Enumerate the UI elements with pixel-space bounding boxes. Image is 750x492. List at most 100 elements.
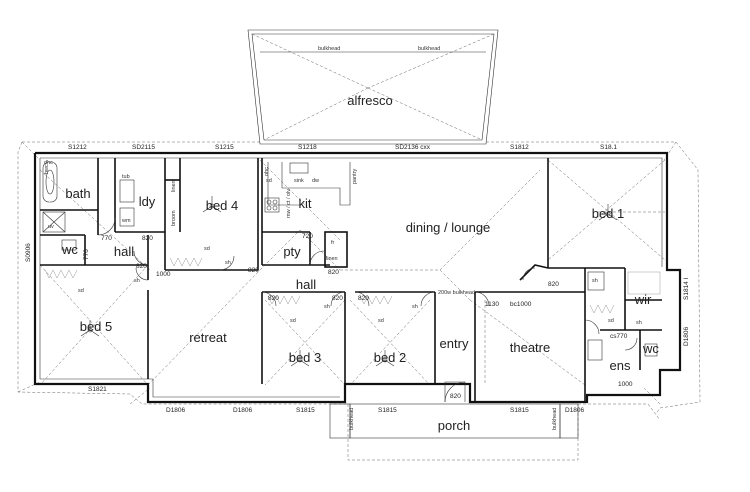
vanity-icon [587, 339, 603, 361]
room-label-bed2: bed 2 [374, 350, 407, 365]
bulkhead-label: bulkhead [349, 408, 355, 430]
room-label-dining-lounge: dining / lounge [406, 220, 491, 235]
dimension-label: 820 [332, 295, 343, 302]
bulkhead-label: 200w bulkhead [438, 290, 475, 296]
window-code: S0906 [25, 243, 32, 262]
sd-kitchen-label: sd [266, 178, 272, 184]
ohc-label: ohc [264, 167, 270, 176]
fan-icon-bed1 [598, 204, 618, 221]
dhc-label: dhc [44, 160, 53, 166]
dimension-label: bc1000 [510, 301, 532, 308]
linen-label: linen [326, 256, 338, 262]
linen-label: linen [171, 180, 177, 192]
dimension-label: 820 [268, 295, 279, 302]
shelf-label: sh [324, 304, 330, 310]
room-label-ens: ens [610, 358, 631, 373]
sd-label: sd [204, 246, 210, 252]
shelf-label: sh [225, 260, 231, 266]
dimension-label: 720 [302, 233, 313, 240]
room-label-porch: porch [438, 418, 471, 433]
room-label-theatre: theatre [510, 340, 550, 355]
ceiling-fans [80, 196, 618, 367]
porch [329, 381, 579, 439]
window-code: S1812 [510, 144, 529, 151]
window-code: S18.1 [600, 144, 617, 151]
room-label-pty: pty [283, 244, 301, 259]
broom-label: broom [171, 210, 177, 226]
room-label-alfresco: alfresco [347, 93, 393, 108]
bulkhead-label: bulkhead [552, 408, 558, 430]
dimension-label: 820 [328, 269, 339, 276]
alfresco-roof [247, 29, 499, 145]
window-code: S1212 [68, 144, 87, 151]
window-code: D1806 [565, 407, 585, 414]
dimension-label: 820 [450, 393, 461, 400]
shelf-label: sh [134, 278, 140, 284]
room-label-wir: wir [634, 292, 652, 307]
wm-label: wm [121, 218, 131, 224]
dimension-label: 820 [136, 263, 147, 270]
bulkhead-label: bulkhead [418, 46, 440, 52]
interior-walls [40, 158, 662, 402]
uv-label: uv [48, 224, 54, 230]
sd-label: sd [78, 288, 84, 294]
dimension-label: cs770 [610, 333, 628, 340]
fan-icon-bed3 [290, 350, 310, 367]
fan-icon-bed5 [80, 320, 100, 337]
window-code: S1218 [298, 144, 317, 151]
room-label-wc-left: wc [61, 242, 78, 257]
window-code: S1815 [378, 407, 397, 414]
window-code: SD2115 [132, 144, 155, 151]
window-code: SD2136 cxx [395, 144, 431, 151]
stove-icon [264, 197, 280, 213]
fan-icon-bed2 [375, 350, 395, 367]
dishwasher-label: dw [312, 178, 319, 184]
room-label-bath: bath [65, 186, 90, 201]
room-label-bed1: bed 1 [592, 206, 625, 221]
sd-label: sd [608, 318, 614, 324]
room-label-entry: entry [440, 336, 469, 351]
window-code: S1815 [296, 407, 315, 414]
shower-icon [42, 211, 66, 233]
pantry-label: pantry [352, 168, 358, 184]
sink-label: sink [294, 178, 304, 184]
wir-shelving [627, 271, 661, 295]
wc-right-toilet-icon [644, 343, 658, 357]
room-label-ldy: ldy [139, 194, 156, 209]
exterior-walls [33, 151, 682, 404]
tub-label: tub [122, 174, 130, 180]
hwc-label: hwc [44, 164, 50, 174]
sink-icon [289, 162, 309, 174]
window-code: S1814 I [683, 277, 690, 300]
fixtures [42, 161, 661, 361]
bathtub-icon [42, 161, 58, 203]
sd-label: sd [378, 318, 384, 324]
dimension-label: 820 [358, 295, 369, 302]
shelf-label: sh [636, 320, 642, 326]
window-code: S1215 [215, 144, 234, 151]
dimension-label: 1130 [485, 301, 499, 308]
dimension-label: 820 [548, 281, 559, 288]
laundry-tub-icon [119, 179, 135, 203]
room-label-bed3: bed 3 [289, 350, 322, 365]
room-label-wc-right: wc [642, 341, 659, 356]
fridge-label: fr [331, 240, 335, 246]
shelf-label: sh [412, 304, 418, 310]
window-code: D1806 [166, 407, 186, 414]
dimension-label: 770 [83, 249, 90, 260]
room-label-retreat: retreat [189, 330, 227, 345]
dimension-label: 820 [248, 267, 259, 274]
dimension-label: 820 [142, 235, 153, 242]
dimension-label: 770 [101, 235, 112, 242]
microwave-label: mw / ct / olv [286, 189, 292, 218]
dimension-label: 1000 [156, 271, 171, 278]
roof-hip-lines [39, 159, 666, 386]
window-code: S1821 [88, 386, 107, 393]
toilet-icon [61, 239, 77, 251]
bulkhead-label: bulkhead [318, 46, 340, 52]
shelf-label: sh [592, 278, 598, 284]
room-label-bed4: bed 4 [206, 198, 239, 213]
window-code: D1806 [683, 326, 690, 346]
room-label-kit: kit [299, 196, 312, 211]
window-code: D1806 [233, 407, 253, 414]
